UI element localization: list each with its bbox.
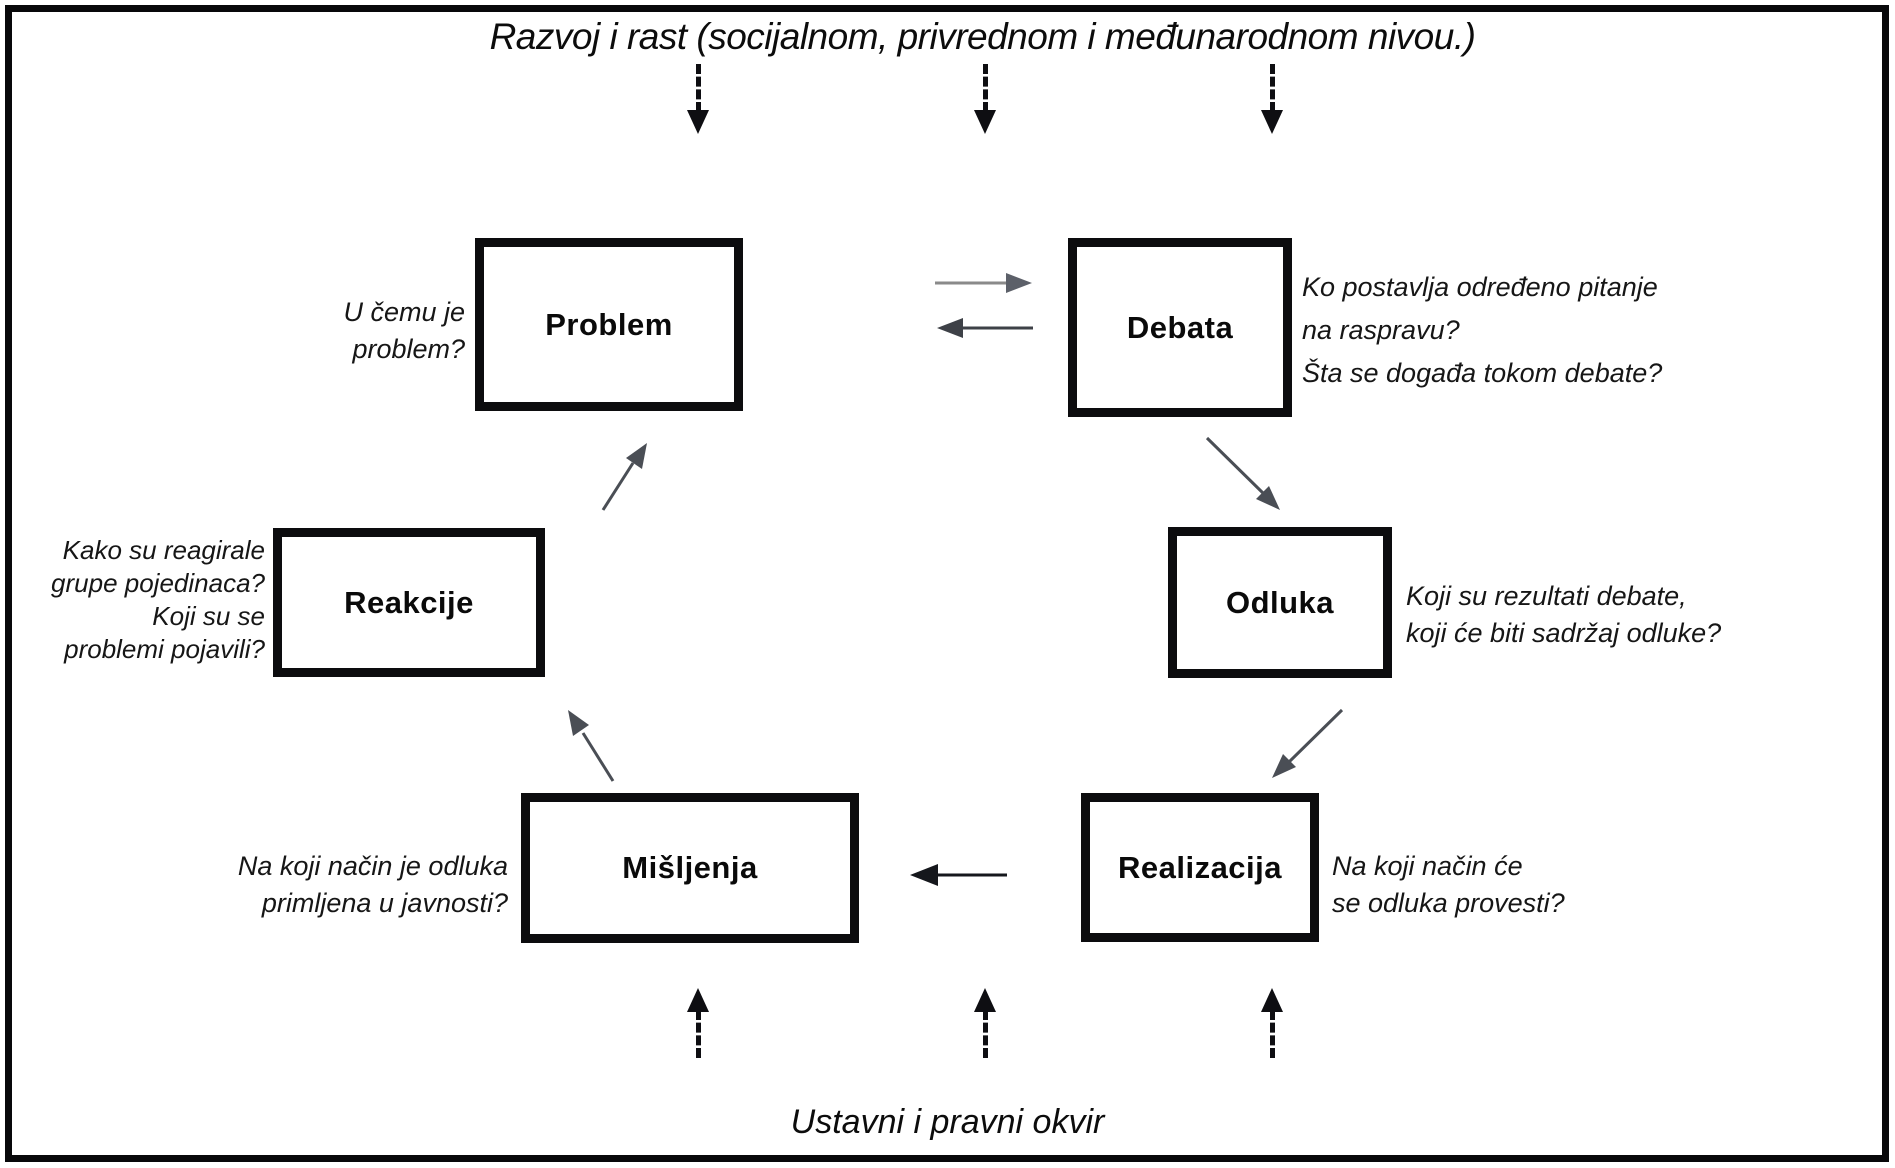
question-reakcije: Kako su reagirale grupe pojedinaca? Koji… bbox=[51, 535, 265, 664]
question-realizacija: Na koji način će se odluka provesti? bbox=[1332, 851, 1565, 918]
question-misljenja: Na koji način je odluka primljena u javn… bbox=[237, 851, 508, 918]
dashed-down-arrow-3 bbox=[1261, 64, 1283, 136]
arrow-debata-to-problem bbox=[937, 318, 1033, 338]
question-problem: U čemu je problem? bbox=[343, 297, 465, 364]
arrow-odluka-to-realizacija bbox=[1272, 708, 1344, 778]
arrow-up-icon bbox=[1261, 988, 1283, 1012]
node-realizacija: Realizacija bbox=[1081, 793, 1319, 942]
dashed-up-arrow-2 bbox=[974, 988, 996, 1060]
dashed-arrow-shaft bbox=[1270, 64, 1275, 112]
dashed-arrow-shaft bbox=[696, 1010, 701, 1058]
arrow-up-icon bbox=[687, 988, 709, 1012]
arrow-down-icon bbox=[974, 110, 996, 134]
node-reakcije: Reakcije bbox=[273, 528, 545, 677]
node-problem-label: Problem bbox=[545, 306, 673, 342]
question-debata: Ko postavlja određeno pitanje na rasprav… bbox=[1302, 272, 1663, 388]
node-reakcije-label: Reakcije bbox=[344, 584, 474, 620]
question-odluka: Koji su rezultati debate, koji će biti s… bbox=[1406, 581, 1722, 648]
dashed-down-arrow-1 bbox=[687, 64, 709, 136]
dashed-up-arrow-3 bbox=[1261, 988, 1283, 1060]
arrow-reakcije-to-problem bbox=[601, 443, 647, 511]
arrow-realizacija-to-misljenja bbox=[910, 864, 1007, 886]
node-realizacija-label: Realizacija bbox=[1117, 849, 1283, 885]
node-problem: Problem bbox=[475, 238, 743, 411]
node-debata-label: Debata bbox=[1126, 309, 1234, 345]
arrow-problem-to-debata bbox=[935, 273, 1032, 293]
bottom-banner-text: Ustavni i pravni okvir bbox=[790, 1103, 1105, 1141]
arrow-debata-to-odluka bbox=[1205, 436, 1280, 510]
dashed-arrow-shaft bbox=[983, 1010, 988, 1058]
arrow-down-icon bbox=[1261, 110, 1283, 134]
dashed-arrow-shaft bbox=[983, 64, 988, 112]
arrow-misljenja-to-reakcije bbox=[568, 710, 615, 782]
node-odluka: Odluka bbox=[1168, 527, 1392, 678]
node-odluka-label: Odluka bbox=[1225, 584, 1335, 620]
node-misljenja-label: Mišljenja bbox=[622, 850, 758, 885]
arrow-up-icon bbox=[974, 988, 996, 1012]
arrow-down-icon bbox=[687, 110, 709, 134]
dashed-down-arrow-2 bbox=[974, 64, 996, 136]
dashed-arrow-shaft bbox=[696, 64, 701, 112]
node-misljenja: Mišljenja bbox=[521, 793, 859, 943]
dashed-up-arrow-1 bbox=[687, 988, 709, 1060]
dashed-arrow-shaft bbox=[1270, 1010, 1275, 1058]
top-banner-text: Razvoj i rast (socijalnom, privrednom i … bbox=[489, 16, 1476, 57]
node-debata: Debata bbox=[1068, 238, 1292, 417]
